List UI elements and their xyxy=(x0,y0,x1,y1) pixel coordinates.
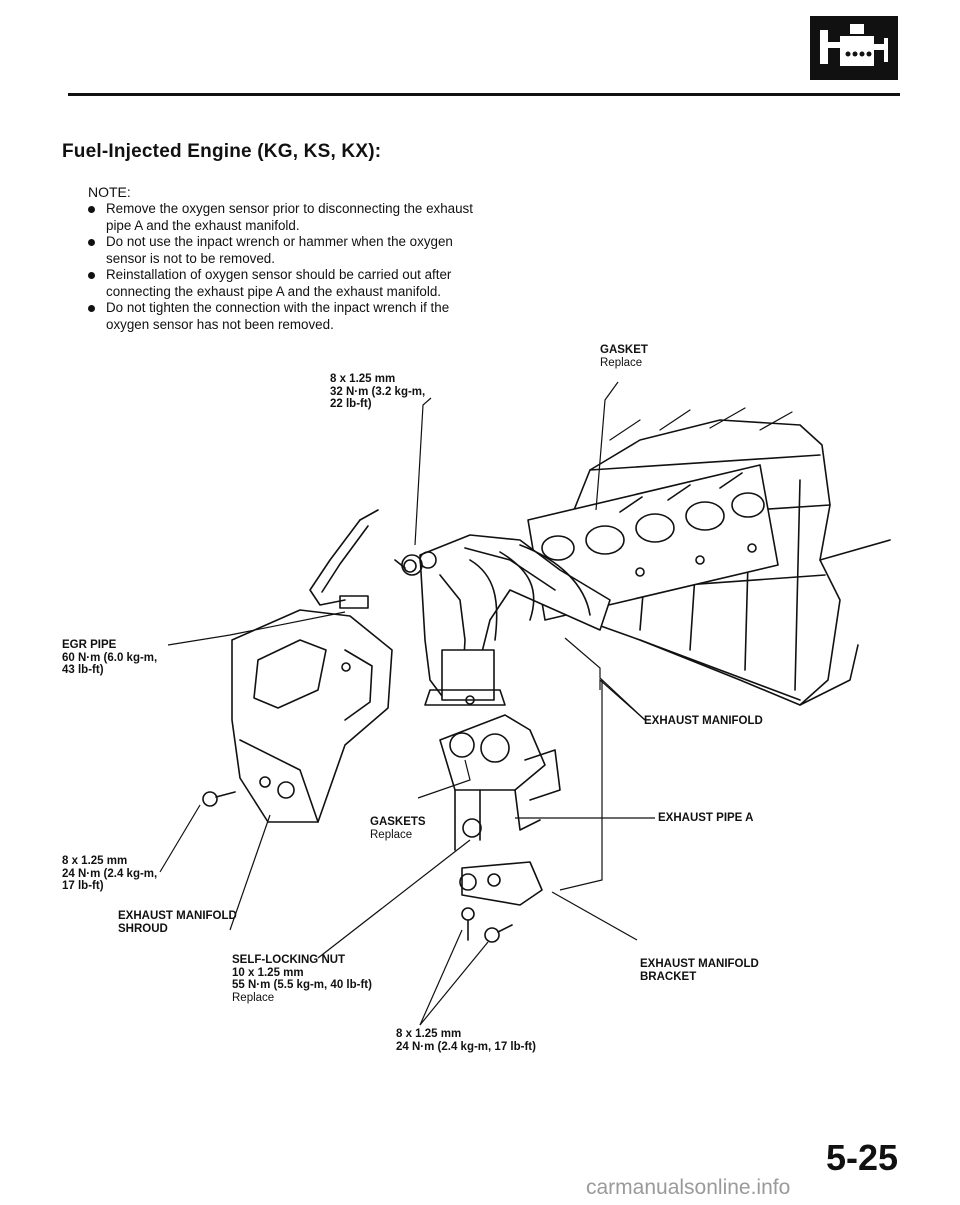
exhaust-manifold-illustration xyxy=(401,534,611,706)
bolt-torque: 24 N·m (2.4 kg-m, xyxy=(62,867,158,880)
shroud-label: EXHAUST MANIFOLD xyxy=(118,910,237,922)
bracket-label: EXHAUST MANIFOLD xyxy=(640,958,759,970)
egr-pipe-illustration xyxy=(309,509,379,609)
bolt-torque: 32 N·m (3.2 kg-m, xyxy=(330,385,426,398)
fasteners-illustration xyxy=(202,559,513,943)
nut-size: 10 x 1.25 mm xyxy=(232,966,304,979)
callout-bolt-left: 8 x 1.25 mm 24 N·m (2.4 kg-m, 17 lb-ft) xyxy=(62,855,157,893)
callout-shroud: EXHAUST MANIFOLD SHROUD xyxy=(118,910,237,935)
bolt-torque: 17 lb-ft) xyxy=(62,880,104,892)
callout-exhaust-manifold: EXHAUST MANIFOLD xyxy=(644,715,763,728)
bolt-torque: 22 lb-ft) xyxy=(330,398,372,410)
note-item: Do not use the inpact wrench or hammer w… xyxy=(86,234,476,267)
exhaust-pipe-a-illustration xyxy=(439,714,561,851)
exhaust-manifold-label: EXHAUST MANIFOLD xyxy=(644,715,763,727)
note-item: Remove the oxygen sensor prior to discon… xyxy=(86,201,476,234)
manifold-shroud-illustration xyxy=(231,609,393,823)
egr-pipe-label: EGR PIPE xyxy=(62,639,117,651)
manifold-bracket-illustration xyxy=(459,861,543,906)
nut-torque: 55 N·m (5.5 kg-m, 40 lb-ft) xyxy=(232,979,372,991)
callout-egr-pipe: EGR PIPE 60 N·m (6.0 kg-m, 43 lb-ft) xyxy=(62,639,157,677)
note-label: NOTE: xyxy=(88,184,131,200)
page-number: 5-25 xyxy=(826,1137,899,1178)
egr-pipe-torque: 43 lb-ft) xyxy=(62,664,104,676)
bolt-torque: 24 N·m (2.4 kg-m, 17 lb-ft) xyxy=(396,1040,536,1053)
bolt-size: 8 x 1.25 mm xyxy=(62,855,128,867)
egr-pipe-torque: 60 N·m (6.0 kg-m, xyxy=(62,651,158,664)
callout-bracket: EXHAUST MANIFOLD BRACKET xyxy=(640,958,759,983)
bracket-label: BRACKET xyxy=(640,970,697,983)
note-item: Do not tighten the connection with the i… xyxy=(86,300,476,333)
gasket-label: GASKET xyxy=(600,344,648,356)
callout-gaskets: GASKETS Replace xyxy=(370,816,426,841)
gaskets-label: GASKETS xyxy=(370,816,426,828)
notes-list: Remove the oxygen sensor prior to discon… xyxy=(86,201,476,333)
nut-label: SELF-LOCKING NUT xyxy=(232,954,346,966)
leader-lines xyxy=(159,381,655,1026)
gaskets-note: Replace xyxy=(370,828,413,841)
gasket-note: Replace xyxy=(600,356,643,369)
callout-gasket-top: GASKET Replace xyxy=(600,344,648,369)
bolt-size: 8 x 1.25 mm xyxy=(330,373,396,385)
callout-self-locking-nut: SELF-LOCKING NUT 10 x 1.25 mm 55 N·m (5.… xyxy=(232,954,372,1004)
header-divider xyxy=(68,93,900,96)
section-title: Fuel-Injected Engine (KG, KS, KX): xyxy=(62,141,382,162)
watermark-text: carmanualsonline.info xyxy=(586,1176,791,1199)
note-item: Reinstallation of oxygen sensor should b… xyxy=(86,267,476,300)
callout-bolt-bottom: 8 x 1.25 mm 24 N·m (2.4 kg-m, 17 lb-ft) xyxy=(396,1028,536,1053)
shroud-label: SHROUD xyxy=(118,922,168,935)
callout-exhaust-pipe-a: EXHAUST PIPE A xyxy=(658,812,753,825)
bolt-size: 8 x 1.25 mm xyxy=(396,1028,462,1040)
nut-note: Replace xyxy=(232,991,275,1004)
engine-section-icon xyxy=(810,16,898,80)
callout-bolt-top: 8 x 1.25 mm 32 N·m (3.2 kg-m, 22 lb-ft) xyxy=(330,373,425,411)
exhaust-pipe-a-label: EXHAUST PIPE A xyxy=(658,812,754,824)
